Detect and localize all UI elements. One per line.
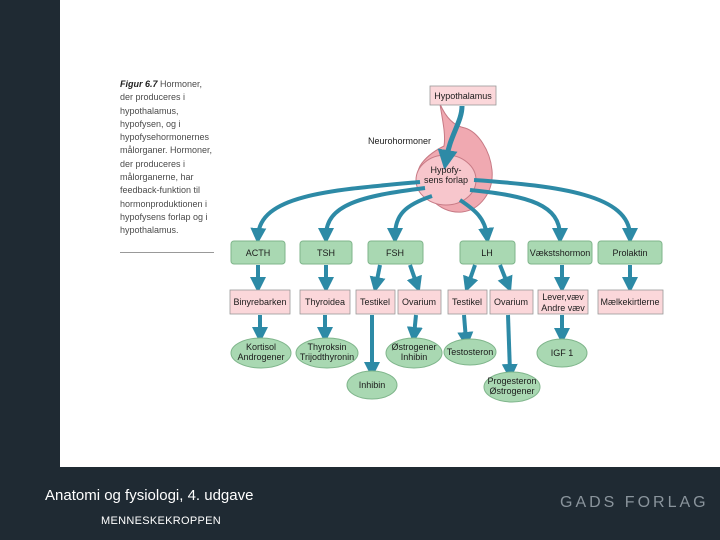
hormone-organ-arrows bbox=[250, 264, 638, 293]
branch-arrows bbox=[250, 178, 638, 244]
publisher-logo: GADS FORLAG bbox=[560, 494, 709, 511]
organ-ovarium-1: Ovarium bbox=[402, 297, 436, 307]
product-kortisol: Kortisol bbox=[246, 342, 276, 352]
organ-testikel-2: Testikel bbox=[452, 297, 482, 307]
hormone-prolaktin: Prolaktin bbox=[612, 248, 647, 258]
hormone-acth: ACTH bbox=[246, 248, 271, 258]
figure-caption: Figur 6.7 Hormoner, der produceres i hyp… bbox=[120, 78, 216, 238]
product-inhibin: Inhibin bbox=[359, 380, 386, 390]
hormone-vaekst: Vækstshormon bbox=[530, 248, 591, 258]
organ-row: Binyrebarken Thyroidea Testikel Ovarium … bbox=[229, 289, 664, 315]
product-row: Kortisol Androgener Thyroksin Trijodthyr… bbox=[230, 337, 588, 403]
product-thyroksin: Thyroksin bbox=[307, 342, 346, 352]
hypothalamus-box bbox=[429, 85, 497, 106]
product-progesteron: Progesteron bbox=[487, 376, 536, 386]
product-igf1: IGF 1 bbox=[551, 348, 574, 358]
footer-book-title: Anatomi og fysiologi, 4. udgave bbox=[45, 487, 254, 504]
caption-divider bbox=[120, 252, 214, 253]
organ-binyrebarken: Binyrebarken bbox=[233, 297, 286, 307]
hypothalamus-label: Hypothalamus bbox=[434, 91, 492, 101]
organ-testikel-1: Testikel bbox=[360, 297, 390, 307]
organ-maelkekirtlerne: Mælkekirtlerne bbox=[600, 297, 659, 307]
product-testosteron: Testosteron bbox=[447, 347, 494, 357]
organ-andre-vaev: Andre væv bbox=[541, 303, 585, 313]
product-trijodthyronin: Trijodthyronin bbox=[300, 352, 354, 362]
hormone-row: ACTH TSH FSH LH Vækstshormon Prolaktin bbox=[230, 240, 663, 265]
product-progesteron-oestrogener: Østrogener bbox=[489, 386, 534, 396]
figure-number: Figur 6.7 bbox=[120, 79, 158, 89]
hormone-fsh: FSH bbox=[386, 248, 404, 258]
organ-product-arrows bbox=[252, 314, 570, 380]
hormone-tsh: TSH bbox=[317, 248, 335, 258]
neurohormoner-label: Neurohormoner bbox=[368, 136, 431, 146]
hormone-lh: LH bbox=[481, 248, 493, 258]
product-oestrogener: Østrogener bbox=[391, 342, 436, 352]
hypofyse-label-line1: Hypofy- bbox=[430, 165, 461, 175]
product-oestrogener-inhibin: Inhibin bbox=[401, 352, 428, 362]
footer-book-subtitle: MENNESKEKROPPEN bbox=[101, 515, 222, 527]
organ-ovarium-2: Ovarium bbox=[494, 297, 528, 307]
organ-lever: Lever,væv bbox=[542, 292, 584, 302]
neurohormone-arrow bbox=[437, 105, 465, 170]
organ-thyroidea: Thyroidea bbox=[305, 297, 345, 307]
caption-text: Hormoner, der produceres i hypothalamus,… bbox=[120, 79, 213, 236]
product-androgener: Androgener bbox=[237, 352, 284, 362]
hypofyse-label-line2: sens forlap bbox=[424, 175, 468, 185]
